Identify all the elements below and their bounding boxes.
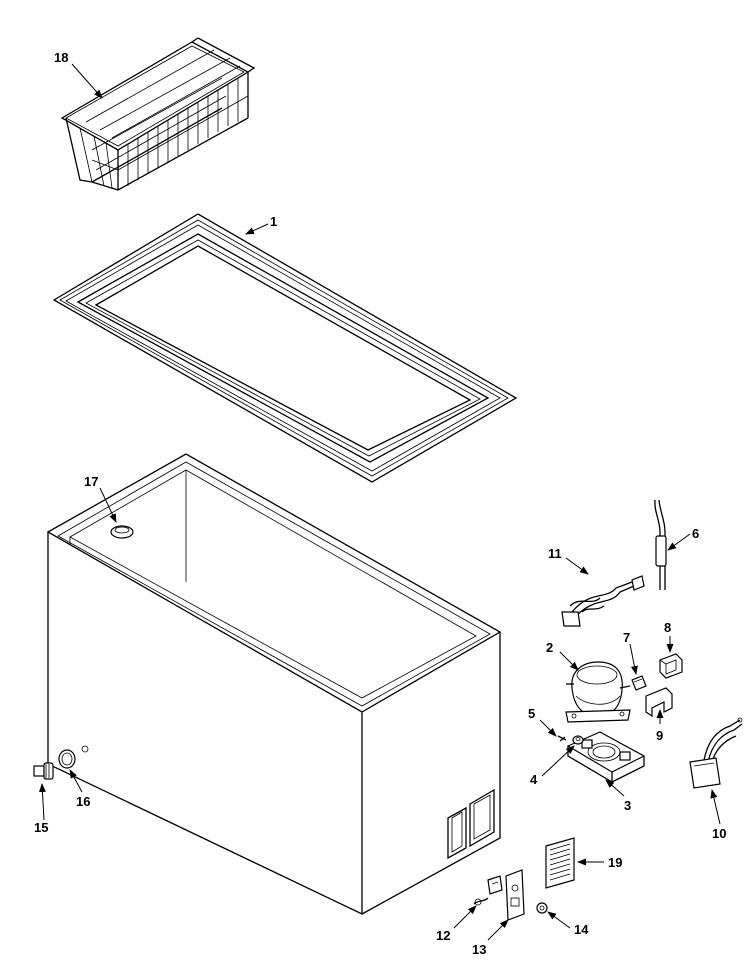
callout-16: 16	[76, 794, 90, 809]
wire-harness-drawing	[561, 575, 645, 627]
grommet-drawing	[572, 735, 584, 745]
compressor-base-drawing	[566, 731, 646, 784]
callout-19: 19	[608, 855, 622, 870]
callout-12: 12	[436, 928, 450, 943]
callout-13: 13	[472, 942, 486, 957]
callout-18: 18	[54, 50, 68, 65]
control-panel-drawing	[505, 869, 525, 921]
callout-17: 17	[84, 474, 98, 489]
signal-light-drawing	[473, 875, 503, 906]
relay-drawing	[659, 653, 683, 679]
power-cord-drawing	[689, 717, 743, 789]
callout-9: 9	[656, 728, 663, 743]
drain-cap-drawing	[58, 749, 76, 769]
drain-hole-plug-drawing	[110, 525, 134, 539]
drain-plug-drawing	[33, 762, 54, 780]
leader-lines	[38, 63, 721, 941]
callout-15: 15	[34, 820, 48, 835]
callout-14: 14	[574, 922, 589, 937]
lid-liner-drawing	[52, 213, 518, 483]
relay-cap-drawing	[631, 675, 647, 691]
thermostat-drawing	[654, 499, 667, 590]
callout-8: 8	[664, 620, 671, 635]
callout-4: 4	[530, 772, 538, 787]
callout-2: 2	[546, 640, 553, 655]
callout-5: 5	[528, 706, 535, 721]
callout-3: 3	[624, 798, 631, 813]
callout-11: 11	[548, 546, 562, 561]
bracket-drawing	[645, 687, 673, 718]
cabinet-drawing	[46, 453, 502, 916]
callout-7: 7	[623, 630, 630, 645]
clip-drawing	[557, 735, 567, 742]
callout-10: 10	[712, 826, 726, 841]
basket-drawing	[60, 37, 256, 191]
grille-drawing	[545, 837, 575, 889]
callout-1: 1	[270, 214, 277, 229]
callout-6: 6	[692, 526, 699, 541]
knob-drawing	[536, 902, 548, 914]
compressor-drawing	[565, 661, 631, 723]
callout-labels: 18 1 17 15 16 11 6 2 7 8 5 4 3 9 10 19 1…	[34, 50, 726, 957]
